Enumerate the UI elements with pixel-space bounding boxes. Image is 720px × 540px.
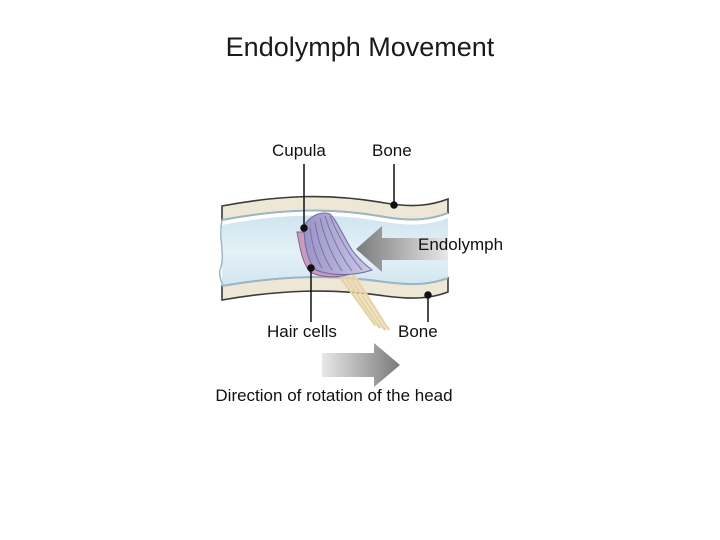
bone-bottom-pointer-dot bbox=[424, 291, 432, 299]
rotation-direction-arrow bbox=[322, 343, 400, 387]
cupula-label: Cupula bbox=[272, 141, 326, 160]
bone-wall-top-inner bbox=[221, 209, 449, 221]
bone-top-label: Bone bbox=[372, 141, 412, 160]
rotation-direction-label: Direction of rotation of the head bbox=[215, 386, 453, 405]
diagram-title: Endolymph Movement bbox=[225, 32, 495, 62]
bone-bottom-label: Bone bbox=[398, 322, 438, 341]
leader-lines bbox=[300, 164, 432, 322]
endolymph-flow-arrow bbox=[356, 226, 448, 272]
bone-wall-bottom-inner bbox=[221, 276, 449, 287]
bone-top-pointer-dot bbox=[390, 201, 398, 209]
nerve-fibers-fill bbox=[333, 268, 390, 330]
cupula-hair-bundles bbox=[309, 215, 363, 272]
hair-cells-label: Hair cells bbox=[267, 322, 337, 341]
hair-cells-pointer-dot bbox=[307, 264, 315, 272]
canal-left-edge bbox=[218, 219, 224, 287]
endolymph-label: Endolymph bbox=[418, 235, 504, 254]
cupula-pointer-dot bbox=[300, 224, 308, 232]
